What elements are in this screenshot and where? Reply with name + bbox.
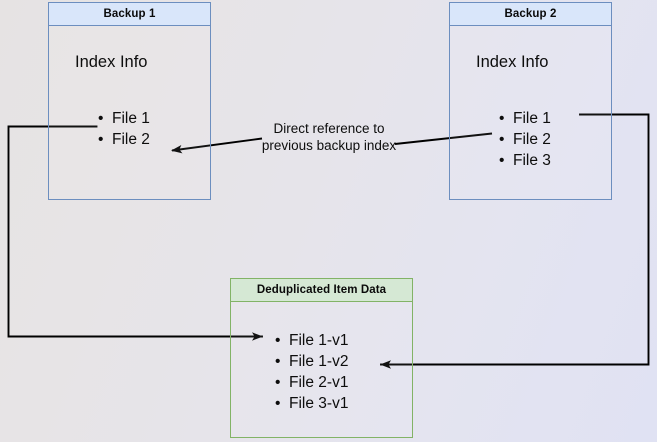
list-item: File 2 <box>499 129 551 150</box>
backup1-file-list: File 1 File 2 <box>98 108 150 150</box>
node-deduplicated-item-data[interactable]: Deduplicated Item Data File 1-v1 File 1-… <box>230 278 413 438</box>
node-dedup-body: File 1-v1 File 1-v2 File 2-v1 File 3-v1 <box>231 302 412 437</box>
node-backup2[interactable]: Backup 2 Index Info File 1 File 2 File 3 <box>449 2 612 200</box>
list-item: File 1-v1 <box>275 330 348 351</box>
list-item: File 3-v1 <box>275 393 348 414</box>
list-item: File 2 <box>98 129 150 150</box>
dedup-file-list: File 1-v1 File 1-v2 File 2-v1 File 3-v1 <box>275 330 348 414</box>
list-item: File 2-v1 <box>275 372 348 393</box>
node-backup1[interactable]: Backup 1 Index Info File 1 File 2 <box>48 2 211 200</box>
list-item: File 1-v2 <box>275 351 348 372</box>
backup2-index-info-label: Index Info <box>476 53 549 71</box>
node-backup2-header: Backup 2 <box>450 3 611 26</box>
list-item: File 1 <box>98 108 150 129</box>
list-item: File 1 <box>499 108 551 129</box>
edge-label-direct-reference: Direct reference to previous backup inde… <box>261 120 397 154</box>
node-backup1-header: Backup 1 <box>49 3 210 26</box>
backup2-file-list: File 1 File 2 File 3 <box>499 108 551 171</box>
backup1-index-info-label: Index Info <box>75 53 148 71</box>
edge-label-line-1: Direct reference to <box>273 121 385 136</box>
node-backup2-body: Index Info File 1 File 2 File 3 <box>450 26 611 199</box>
node-dedup-header: Deduplicated Item Data <box>231 279 412 302</box>
edge-label-line-2: previous backup index <box>261 138 397 153</box>
list-item: File 3 <box>499 150 551 171</box>
node-backup1-body: Index Info File 1 File 2 <box>49 26 210 199</box>
